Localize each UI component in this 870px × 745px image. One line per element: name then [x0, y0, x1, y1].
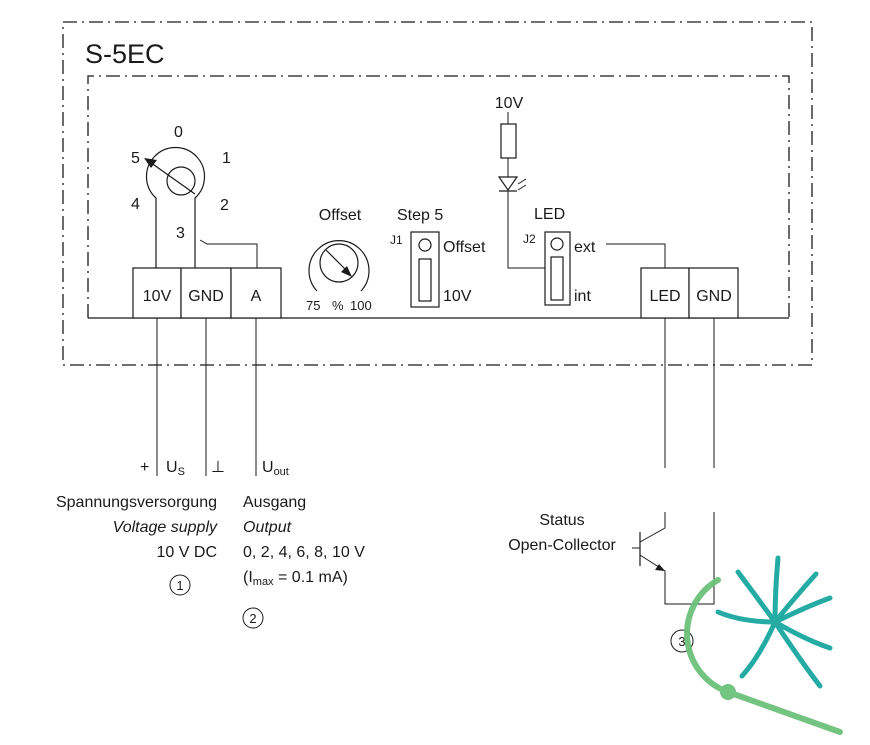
selector-pos-2: 2 [220, 197, 229, 214]
selector-knob [166, 166, 196, 196]
offset-scale-unit: % [332, 298, 344, 313]
brand-logo [684, 555, 843, 735]
supply-title-en: Voltage supply [113, 519, 218, 536]
j1-bottom-label: 10V [443, 288, 472, 305]
supply-marker: 1 [176, 578, 183, 593]
signal-us: US [166, 459, 185, 478]
status-line1: Status [539, 512, 584, 529]
terminal-gnd-right[interactable] [688, 267, 739, 319]
logo-dot [720, 684, 736, 700]
j1-pin [418, 238, 432, 252]
terminal-gnd-label: GND [188, 288, 224, 305]
output-title-de: Ausgang [243, 494, 306, 511]
j1-heading: Step 5 [397, 207, 443, 224]
terminal-led[interactable] [640, 267, 690, 319]
signal-labels: + US ⊥ Uout [140, 459, 289, 478]
selector-body [145, 146, 206, 268]
terminal-block-right: LED GND [640, 267, 739, 319]
selector-pos-1: 1 [222, 150, 231, 167]
led-supply-label: 10V [495, 95, 524, 112]
signal-ground: ⊥ [211, 459, 225, 476]
selector-pos-4: 4 [131, 196, 140, 213]
offset-dial-pointer [325, 249, 349, 273]
status-marker-circle [670, 629, 694, 653]
j1-frame [410, 231, 440, 308]
supply-value: 10 V DC [157, 544, 217, 561]
terminal-block-left: 10V GND A [132, 267, 282, 319]
status-block: Status Open-Collector 3 [508, 512, 715, 653]
terminal-a[interactable] [230, 267, 282, 319]
terminal-gnd-right-label: GND [696, 288, 732, 305]
housing-outline [62, 21, 813, 366]
connection-wires [156, 318, 715, 476]
j2-bottom-label: int [574, 288, 591, 305]
transistor-emitter [639, 512, 715, 605]
transistor-emitter-arrow [655, 564, 665, 571]
j2-pin [550, 237, 564, 251]
logo-rays [715, 555, 833, 689]
j1-top-label: Offset [443, 239, 486, 256]
jumper-j1[interactable]: Step 5 J1 Offset 10V [390, 207, 486, 308]
led-wire-to-j2 [507, 191, 545, 269]
signal-uout: Uout [262, 459, 289, 478]
terminal-10v-label: 10V [143, 288, 172, 305]
offset-dial-arrow-head [341, 266, 352, 277]
selector-pointer [146, 159, 196, 195]
rotary-selector[interactable]: 0 1 2 3 4 5 [131, 124, 258, 268]
output-imax: (Imax = 0.1 mA) [243, 569, 348, 588]
offset-dial-knob [319, 243, 359, 283]
logo-arc [684, 577, 843, 735]
led-ray-2 [517, 184, 527, 191]
module-outline [87, 75, 790, 318]
output-marker-circle [242, 607, 264, 629]
led-ray-1 [517, 178, 527, 185]
led-diode-symbol [497, 176, 519, 192]
led-resistor [500, 123, 517, 159]
status-marker: 3 [678, 634, 685, 649]
selector-pos-3: 3 [176, 225, 185, 242]
supply-title-de: Spannungsversorgung [56, 494, 217, 511]
transistor-collector [639, 512, 666, 543]
status-line2: Open-Collector [508, 537, 616, 554]
led-supply-branch: 10V [495, 95, 545, 269]
output-block: Ausgang Output 0, 2, 4, 6, 8, 10 V (Imax… [242, 494, 365, 629]
jumper-j2[interactable]: LED J2 ext int [523, 206, 666, 306]
offset-scale-high: 100 [350, 298, 372, 313]
j2-bridge [550, 256, 564, 301]
supply-block: Spannungsversorgung Voltage supply 10 V … [56, 494, 218, 596]
selector-pos-0: 0 [174, 124, 183, 141]
j2-top-label: ext [574, 239, 596, 256]
j1-name: J1 [390, 233, 403, 247]
offset-scale-low: 75 [306, 298, 320, 313]
terminal-led-label: LED [649, 288, 680, 305]
j2-heading: LED [534, 206, 565, 223]
supply-marker-circle [169, 574, 191, 596]
terminal-a-label: A [251, 288, 262, 305]
output-values: 0, 2, 4, 6, 8, 10 V [243, 544, 365, 561]
signal-plus: + [140, 459, 149, 476]
j2-ext-wire [606, 243, 666, 268]
offset-label: Offset [319, 207, 362, 224]
selector-wire [199, 239, 258, 268]
offset-dial-arc [308, 240, 370, 292]
j1-bridge [418, 258, 432, 302]
j2-name: J2 [523, 232, 536, 246]
output-title-en: Output [243, 519, 292, 536]
output-marker: 2 [249, 611, 256, 626]
terminal-10v[interactable] [132, 267, 182, 319]
j2-frame [544, 231, 571, 306]
offset-potentiometer[interactable]: Offset 75 % 100 [306, 207, 372, 313]
selector-arrow-head [144, 158, 157, 168]
selector-pos-5: 5 [131, 150, 140, 167]
device-title: S-5EC [85, 39, 165, 69]
